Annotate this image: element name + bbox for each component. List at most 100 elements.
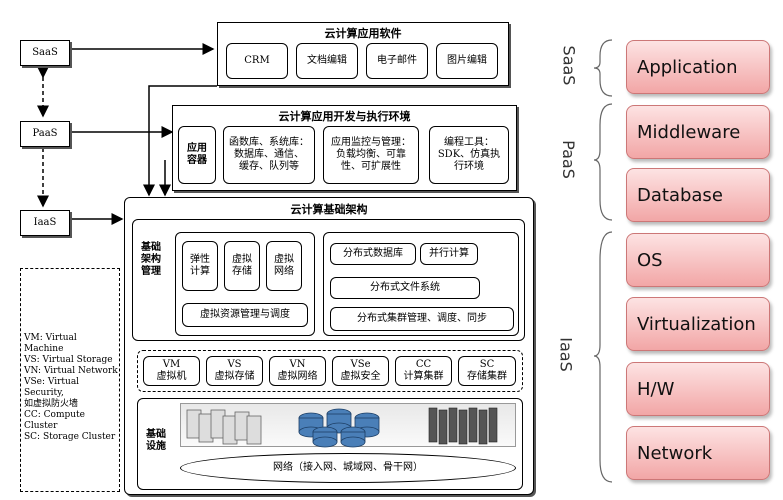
distributed-db-label: 分布式数据库 <box>343 248 403 259</box>
legend-item: VSe: Virtual Security, <box>24 377 80 398</box>
dev-layer-title: 云计算应用开发与执行环境 <box>278 110 411 123</box>
paas-stack-label: PaaS <box>558 140 578 179</box>
resource-abbr: VS <box>227 359 242 370</box>
distributed-group: 分布式数据库 并行计算 分布式文件系统 分布式集群管理、调度、同步 <box>323 232 519 336</box>
layer-virtualization: Virtualization <box>626 297 770 351</box>
iaas-node-label: IaaS <box>33 217 57 228</box>
virtual-item-label: 虚拟 网络 <box>274 254 294 277</box>
iaas-brace <box>593 231 613 483</box>
layer-network: Network <box>626 426 770 480</box>
resource-name: 存储集群 <box>467 371 507 382</box>
app-item-label: 电子邮件 <box>377 55 417 66</box>
resource-name: 虚拟机 <box>156 371 187 382</box>
cluster-mgmt-label: 分布式集群管理、调度、同步 <box>357 313 487 324</box>
iaas-node: IaaS <box>20 210 70 236</box>
layer-label: Database <box>637 184 723 206</box>
layer-label: OS <box>637 249 663 271</box>
hardware-image-strip <box>180 403 516 448</box>
cluster-racks-icon <box>428 407 498 445</box>
server-racks-icon <box>186 407 498 448</box>
parallel-label: 并行计算 <box>429 248 469 259</box>
dev-item-libraries: 函数库、系统库： 数据库、通信、 缓存、队列等 <box>223 126 315 184</box>
base-infra-panel: 基础 设施 <box>137 398 523 490</box>
app-to-infra-arrow <box>143 85 217 197</box>
distributed-fs: 分布式文件系统 <box>330 277 480 299</box>
storage-cylinders-icon <box>298 408 380 448</box>
app-item-crm: CRM <box>226 43 288 79</box>
network-ellipse: 网络（接入网、城域网、骨干网） <box>180 453 516 483</box>
layer-label: H/W <box>637 378 675 400</box>
legend-item: VS: Virtual Storage <box>24 355 113 365</box>
app-item-email: 电子邮件 <box>366 43 428 79</box>
dev-layer: 云计算应用开发与执行环境 应用 容器 函数库、系统库： 数据库、通信、 缓存、队… <box>172 105 517 191</box>
legend-item: SC: Storage Cluster <box>24 432 116 442</box>
paas-brace <box>593 103 613 221</box>
layer-middleware: Middleware <box>626 105 770 159</box>
app-item-image: 图片编辑 <box>436 43 498 79</box>
app-container: 应用 容器 <box>178 126 216 184</box>
app-item-label: 文档编辑 <box>307 55 347 66</box>
resource-abbr: CC <box>415 359 432 370</box>
virtual-resource-mgmt: 虚拟资源管理与调度 <box>182 303 308 327</box>
infra-layer: 云计算基础架构 基础 架构 管理 弹性 计算 虚拟 存储 虚拟 网络 虚拟资源管… <box>124 197 534 495</box>
layer-os: OS <box>626 233 770 287</box>
saas-stack-label: SaaS <box>559 45 579 86</box>
resource-abbr: VN <box>289 359 306 370</box>
app-item-docs: 文档编辑 <box>296 43 358 79</box>
parallel-compute: 并行计算 <box>420 243 478 265</box>
virtual-network: 虚拟 网络 <box>266 241 302 291</box>
cluster-mgmt: 分布式集群管理、调度、同步 <box>330 307 514 331</box>
dev-item-label: 编程工具： SDK、仿真执 行环境 <box>437 137 501 172</box>
layer-application: Application <box>626 40 770 94</box>
layer-label: Virtualization <box>637 313 756 335</box>
network-label: 网络（接入网、城域网、骨干网） <box>273 462 423 473</box>
app-layer-title: 云计算应用软件 <box>324 27 402 40</box>
dev-item-monitoring: 应用监控与管理： 负载均衡、可靠 性、可扩展性 <box>323 126 419 184</box>
virtual-mgmt-label: 虚拟资源管理与调度 <box>200 309 290 320</box>
virtual-item-label: 弹性 计算 <box>190 254 210 277</box>
resource-name: 虚拟存储 <box>214 371 255 382</box>
resource-name: 计算集群 <box>403 371 444 382</box>
distributed-db: 分布式数据库 <box>330 243 416 265</box>
base-infra-label: 基础 设施 <box>146 429 166 452</box>
saas-brace <box>593 39 613 97</box>
layer-label: Application <box>637 56 738 78</box>
dfs-label: 分布式文件系统 <box>370 282 440 293</box>
virtual-compute: 弹性 计算 <box>182 241 218 291</box>
app-item-label: 图片编辑 <box>447 55 487 66</box>
layer-label: Middleware <box>637 121 741 143</box>
resource-abbr: VM <box>162 359 181 370</box>
saas-node: SaaS <box>20 40 70 66</box>
infra-mgmt-label: 基础 架构 管理 <box>141 242 161 277</box>
dev-item-label: 函数库、系统库： 数据库、通信、 缓存、队列等 <box>229 137 309 172</box>
virtual-group: 弹性 计算 虚拟 存储 虚拟 网络 虚拟资源管理与调度 <box>175 232 315 336</box>
legend: VM: Virtual Machine VS: Virtual Storage … <box>20 268 120 492</box>
app-layer: 云计算应用软件 CRM 文档编辑 电子邮件 图片编辑 <box>217 22 509 86</box>
legend-item: VN: Virtual Network <box>24 366 118 376</box>
legend-item: VM: Virtual Machine <box>24 333 77 354</box>
paas-node-label: PaaS <box>32 128 58 139</box>
resource-name: 虚拟安全 <box>340 371 381 382</box>
app-item-label: CRM <box>244 55 270 66</box>
layer-label: Network <box>637 442 713 464</box>
saas-node-label: SaaS <box>32 47 58 58</box>
infra-layer-title: 云计算基础架构 <box>290 203 368 216</box>
iaas-stack-label: IaaS <box>556 337 576 372</box>
paas-node: PaaS <box>20 121 70 147</box>
virtual-item-label: 虚拟 存储 <box>232 254 252 277</box>
legend-item: 如虚拟防火墙 <box>24 399 79 409</box>
layer-hw: H/W <box>626 362 770 416</box>
infra-mgmt-panel: 基础 架构 管理 弹性 计算 虚拟 存储 虚拟 网络 虚拟资源管理与调度 分布式… <box>132 219 525 341</box>
resource-abbr: VSe <box>350 359 371 370</box>
dev-item-tools: 编程工具： SDK、仿真执 行环境 <box>429 126 509 184</box>
layer-database: Database <box>626 168 770 222</box>
resource-abbr: SC <box>479 359 495 370</box>
